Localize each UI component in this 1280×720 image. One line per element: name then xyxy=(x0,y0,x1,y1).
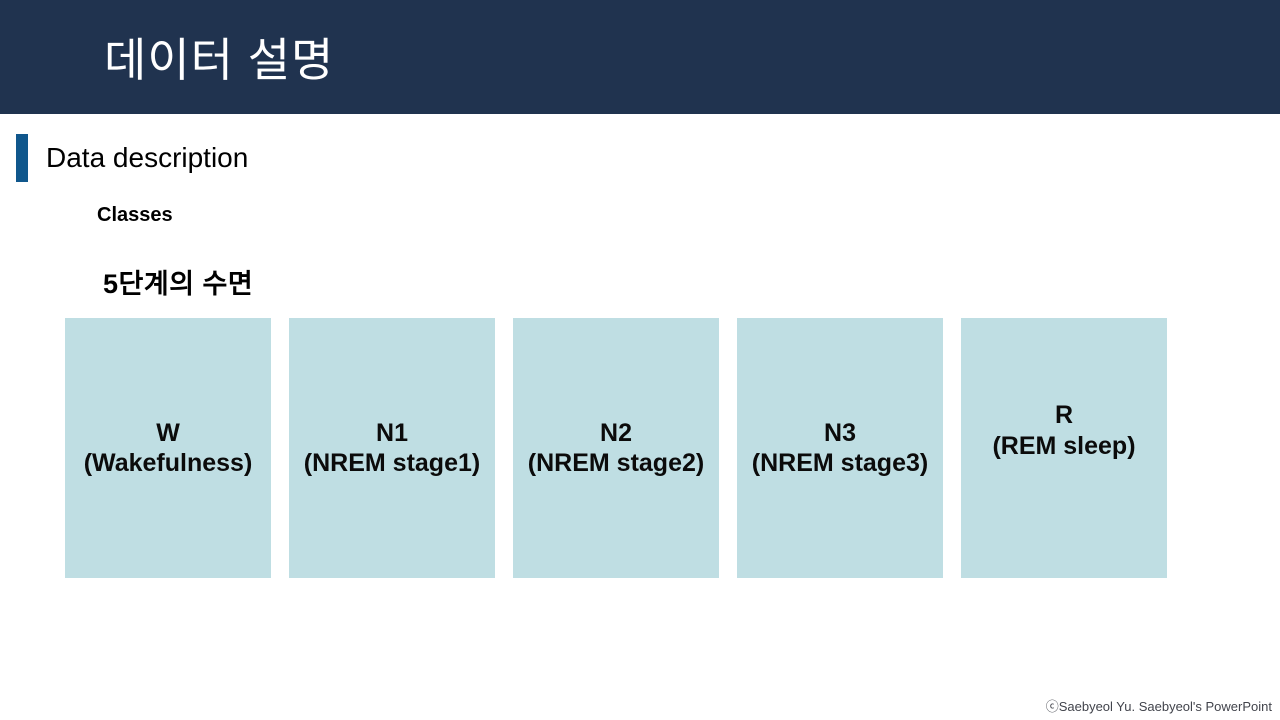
stage-box-nrem3: N3 (NREM stage3) xyxy=(737,318,943,578)
classes-label: Classes xyxy=(97,204,173,226)
subtitle-korean: 5단계의 수면 xyxy=(103,269,254,299)
stage-box-nrem2: N2 (NREM stage2) xyxy=(513,318,719,578)
stage-name: (NREM stage3) xyxy=(751,449,929,477)
stage-name: (REM sleep) xyxy=(992,431,1136,460)
stage-name: (Wakefulness) xyxy=(83,449,253,477)
stage-code: N3 xyxy=(824,418,856,447)
stage-code: W xyxy=(156,418,180,447)
stage-code: N2 xyxy=(600,418,632,447)
stage-name: (NREM stage1) xyxy=(303,449,481,477)
stage-box-rem: R (REM sleep) xyxy=(961,318,1167,578)
stage-box-wakefulness: W (Wakefulness) xyxy=(65,318,271,578)
accent-bar xyxy=(16,134,28,182)
stage-code: N1 xyxy=(376,418,408,447)
section-heading: Data description xyxy=(16,134,248,182)
stage-box-nrem1: N1 (NREM stage1) xyxy=(289,318,495,578)
header-band: 데이터 설명 xyxy=(0,0,1280,114)
footer-credit: ⓒSaebyeol Yu. Saebyeol's PowerPoint xyxy=(1045,699,1272,714)
slide-title-korean: 데이터 설명 xyxy=(104,34,335,86)
sleep-stage-row: W (Wakefulness) N1 (NREM stage1) N2 (NRE… xyxy=(65,318,1167,578)
stage-code: R xyxy=(1054,401,1074,429)
section-heading-text: Data description xyxy=(46,142,249,173)
stage-name: (NREM stage2) xyxy=(527,449,705,477)
